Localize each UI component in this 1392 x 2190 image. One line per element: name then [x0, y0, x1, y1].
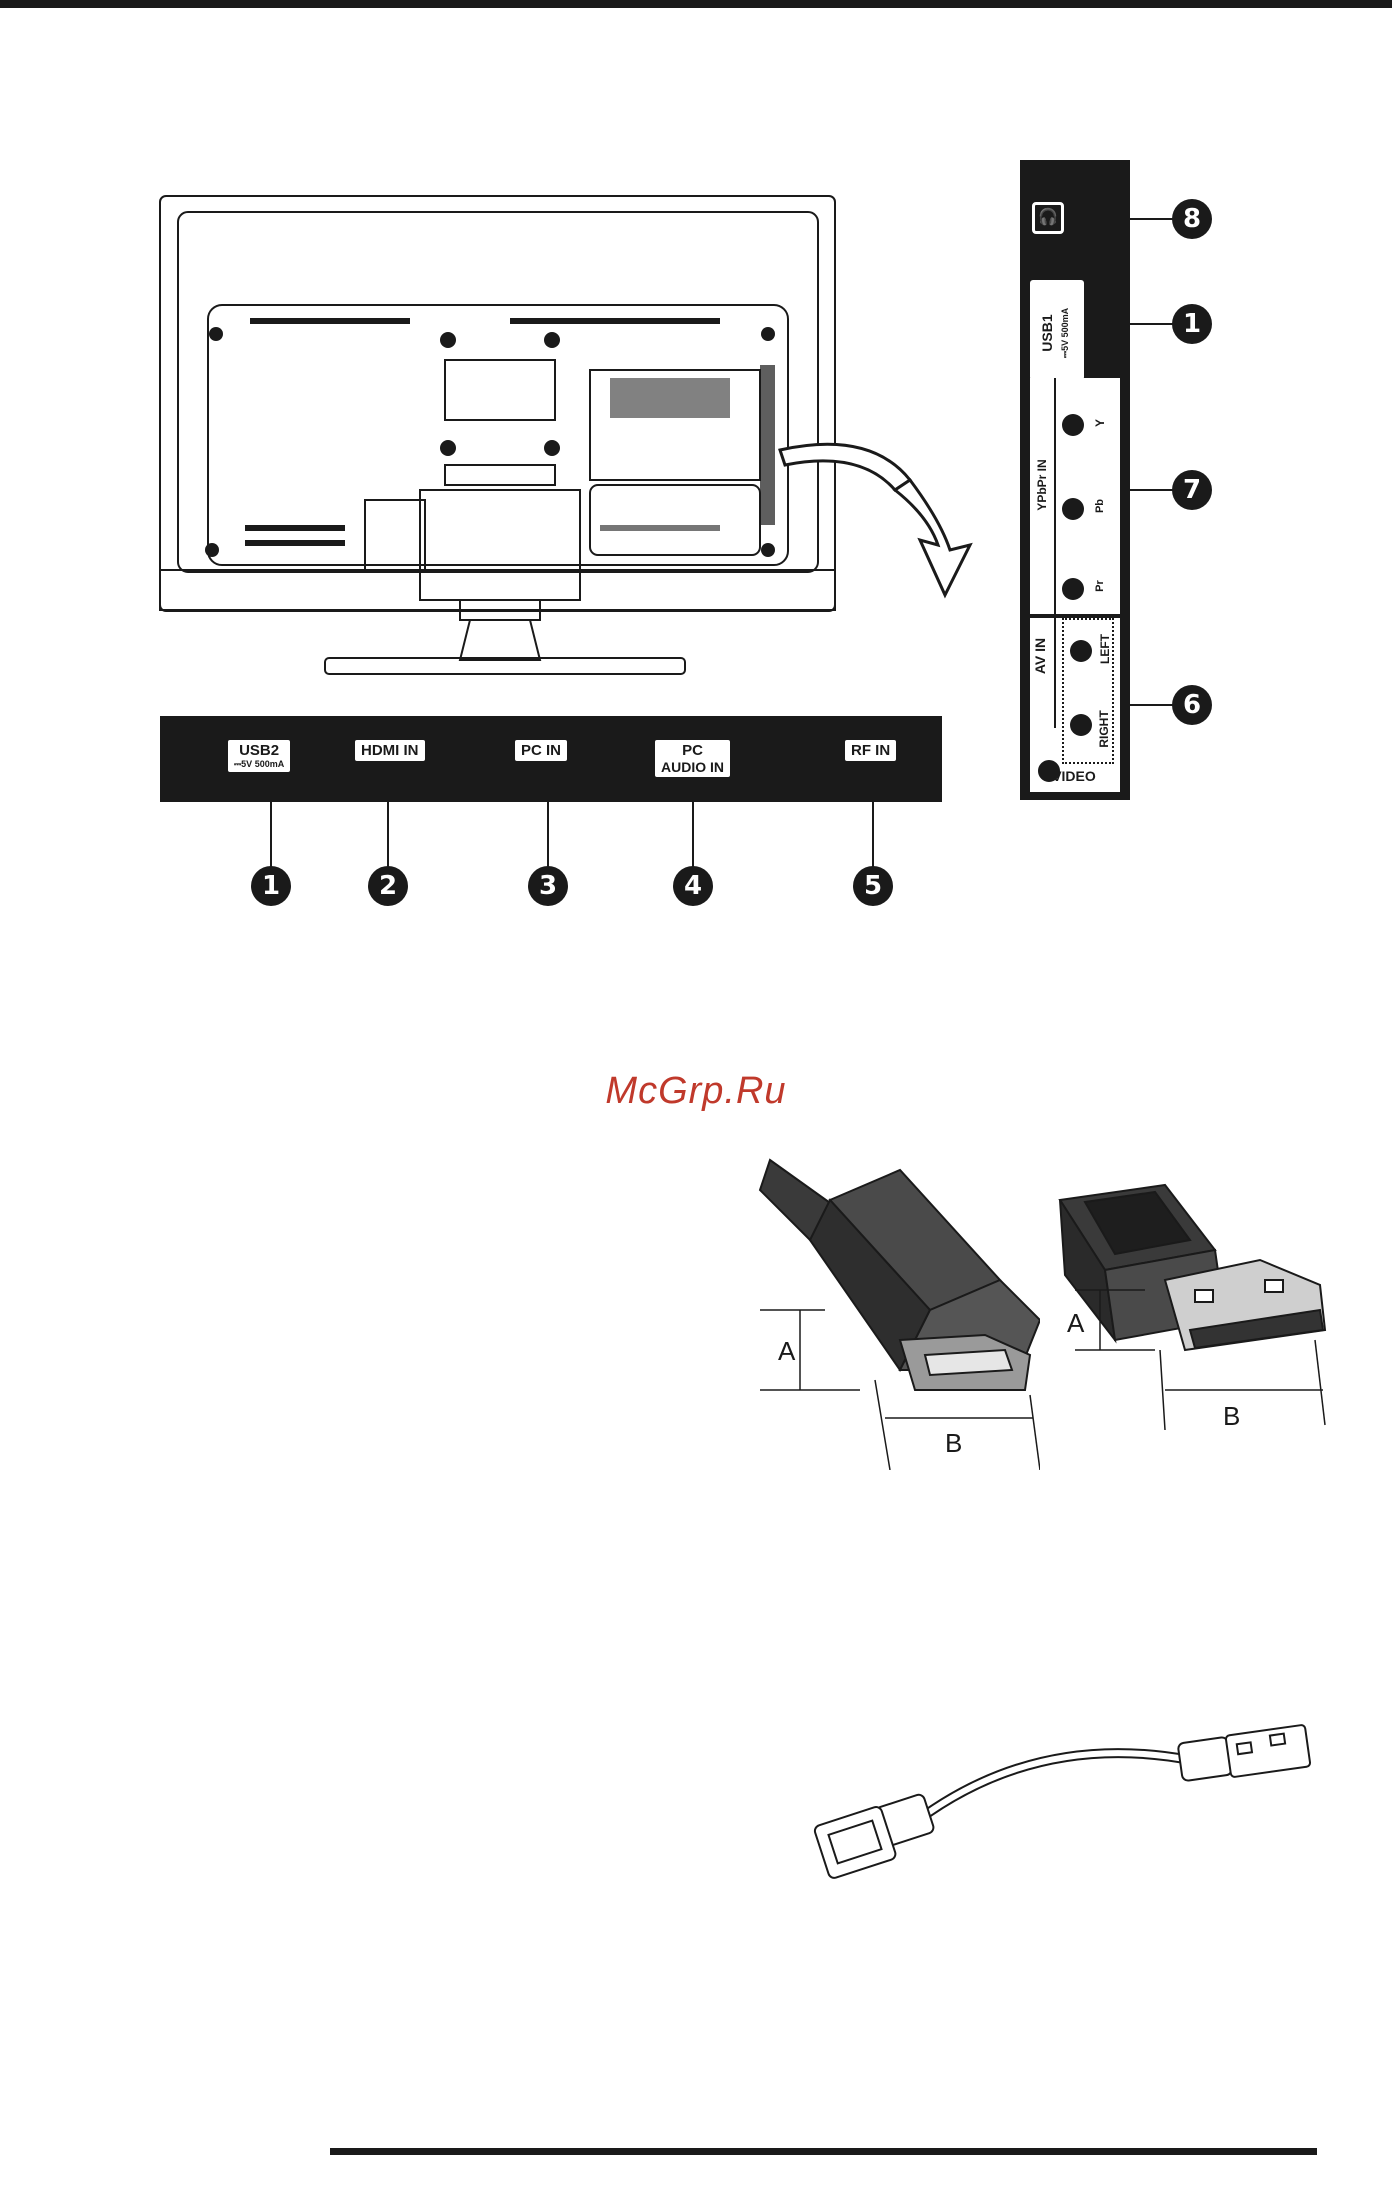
pc-in-label: PC IN: [515, 740, 567, 761]
ypbpr-block: YPbPr IN Y Pb Pr: [1030, 378, 1120, 614]
callout-5: 5: [853, 866, 893, 906]
callout-line: [270, 802, 272, 868]
pb-label: Pb: [1094, 494, 1106, 518]
bottom-rule: [330, 2148, 1317, 2155]
left-jack: [1070, 640, 1092, 662]
left-label: LEFT: [1098, 624, 1112, 674]
ypbpr-label: YPbPr IN: [1035, 425, 1049, 545]
hdmi-dim-b: B: [945, 1428, 962, 1458]
hdmi-in-label: HDMI IN: [355, 740, 425, 761]
bottom-port-panel: USB2 ⎓5V 500mA HDMI IN PC IN PC AUDIO IN…: [160, 716, 942, 802]
callout-line: [872, 802, 874, 868]
usb-dim-a: A: [1067, 1308, 1085, 1338]
usb-extension-cable-figure: [810, 1690, 1320, 1880]
y-jack: [1062, 414, 1084, 436]
callout-3: 3: [528, 866, 568, 906]
zoom-arrow: [760, 420, 1020, 600]
callout-6: 6: [1172, 685, 1212, 725]
tv-back-illustration: [150, 190, 850, 680]
rf-in-label: RF IN: [845, 740, 896, 761]
callout-line: [547, 802, 549, 868]
usb1-label-box: USB1 ⎓5V 500mA: [1030, 280, 1084, 380]
hdmi-dim-a: A: [778, 1336, 796, 1366]
hdmi-connector-figure: A B: [750, 1150, 1040, 1470]
callout-line: [692, 802, 694, 868]
callout-4: 4: [673, 866, 713, 906]
callout-line: [387, 802, 389, 868]
pb-jack: [1062, 498, 1084, 520]
usb1-label: USB1 ⎓5V 500mA: [1039, 283, 1073, 383]
usb-connector-figure: A B: [1045, 1180, 1335, 1470]
usb2-label: USB2 ⎓5V 500mA: [228, 740, 290, 772]
pr-label: Pr: [1094, 574, 1106, 598]
watermark: McGrp.Ru: [0, 1070, 1392, 1113]
av-in-label: AV IN: [1032, 616, 1048, 696]
pr-jack: [1062, 578, 1084, 600]
callout-2: 2: [368, 866, 408, 906]
side-port-panel: 🎧 USB1 ⎓5V 500mA YPbPr IN Y Pb Pr AV IN …: [1020, 160, 1130, 800]
headphone-icon: 🎧: [1032, 202, 1064, 234]
top-rule: [0, 0, 1392, 8]
callout-1-side: 1: [1172, 304, 1212, 344]
callout-7: 7: [1172, 470, 1212, 510]
callout-1: 1: [251, 866, 291, 906]
video-label: VIDEO: [1034, 768, 1114, 784]
pc-audio-in-label: PC AUDIO IN: [655, 740, 730, 777]
right-label: RIGHT: [1097, 701, 1111, 757]
right-jack: [1070, 714, 1092, 736]
usb-dim-b: B: [1223, 1401, 1240, 1431]
callout-8: 8: [1172, 199, 1212, 239]
y-label: Y: [1093, 413, 1107, 433]
av-in-block: AV IN LEFT RIGHT VIDEO: [1030, 618, 1120, 792]
